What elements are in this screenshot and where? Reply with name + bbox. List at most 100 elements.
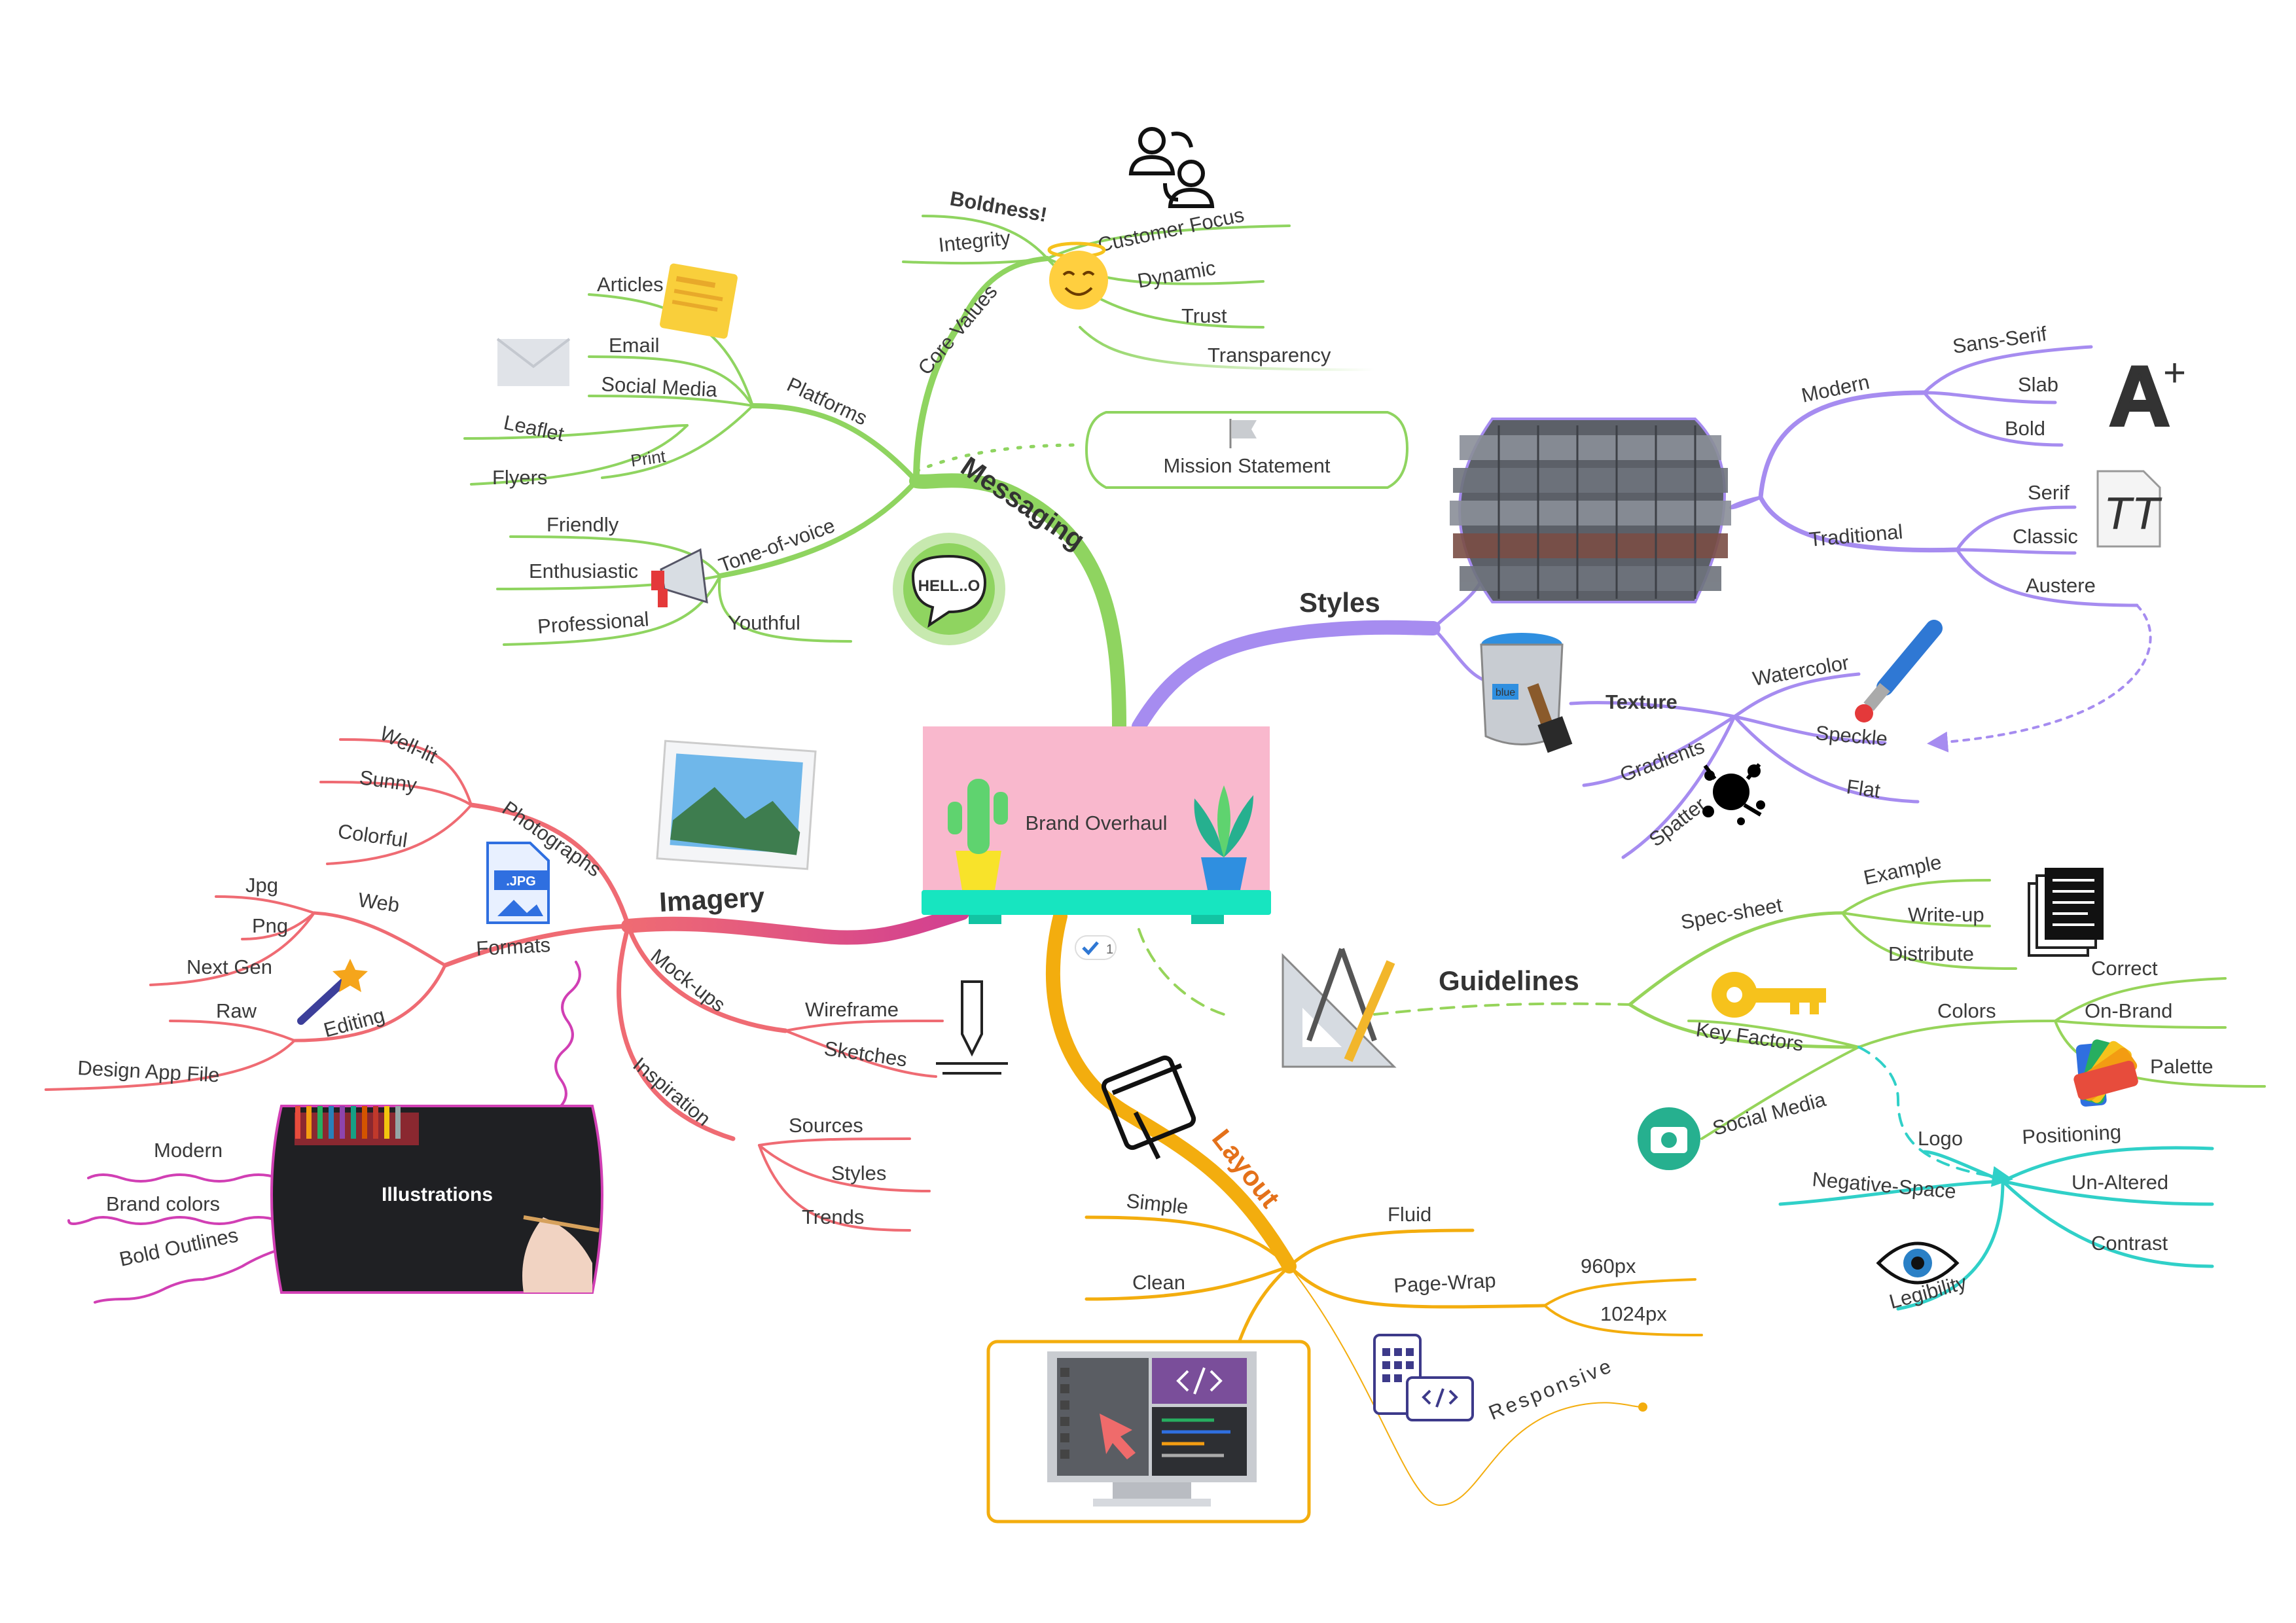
- page-wrap-960px[interactable]: 960px: [1581, 1255, 1636, 1277]
- format-next-gen[interactable]: Next Gen: [187, 955, 272, 978]
- style-classic[interactable]: Classic: [2013, 525, 2078, 548]
- illustration-bold-outlines[interactable]: Bold Outlines: [117, 1223, 240, 1271]
- core-value-integrity[interactable]: Integrity: [937, 226, 1012, 257]
- color-palette[interactable]: Palette: [2150, 1055, 2214, 1078]
- branch-messaging[interactable]: [463, 215, 1376, 734]
- core-value-boldness[interactable]: Boldness!: [948, 187, 1049, 226]
- spec-write-up[interactable]: Write-up: [1908, 903, 1984, 926]
- paint-bucket-icon: blue: [1480, 633, 1573, 753]
- format-jpg[interactable]: Jpg: [245, 874, 278, 897]
- layout-page-wrap[interactable]: Page-Wrap: [1393, 1269, 1497, 1297]
- platforms-label[interactable]: Platforms: [783, 373, 870, 430]
- formats-label[interactable]: Formats: [476, 933, 551, 960]
- landscape-photo-icon: [656, 740, 817, 870]
- logo-label[interactable]: Logo: [1918, 1127, 1963, 1150]
- platform-flyers[interactable]: Flyers: [492, 466, 547, 489]
- logo-contrast[interactable]: Contrast: [2091, 1232, 2168, 1255]
- illustrations-image[interactable]: Illustrations: [270, 1105, 603, 1294]
- inspiration-trends[interactable]: Trends: [802, 1205, 864, 1228]
- texture-spatter[interactable]: Spatter: [1645, 793, 1710, 851]
- platform-leaflet[interactable]: Leaflet: [502, 411, 567, 446]
- style-serif[interactable]: Serif: [2028, 481, 2070, 504]
- pen-tool-icon: [936, 980, 1008, 1075]
- color-palette-icon: [2073, 1039, 2138, 1107]
- illustrations-label: Illustrations: [382, 1184, 493, 1205]
- tone-friendly[interactable]: Friendly: [547, 513, 619, 536]
- mission-statement-node[interactable]: Mission Statement: [1085, 411, 1409, 489]
- mockups-label[interactable]: Mock-ups: [647, 944, 730, 1016]
- photo-well-lit[interactable]: Well-lit: [376, 722, 441, 768]
- drafting-tools-icon: [1282, 948, 1397, 1068]
- web-layout-icon: [1101, 1055, 1196, 1160]
- photo-sunny[interactable]: Sunny: [358, 766, 418, 796]
- tone-youthful[interactable]: Youthful: [728, 611, 800, 634]
- style-austere[interactable]: Austere: [2026, 574, 2096, 597]
- format-web[interactable]: Web: [357, 888, 401, 916]
- core-value-dynamic[interactable]: Dynamic: [1136, 256, 1217, 292]
- key-colors[interactable]: Colors: [1937, 999, 1996, 1022]
- illustration-brand-colors[interactable]: Brand colors: [106, 1192, 220, 1215]
- branch-imagery[interactable]: [45, 738, 969, 1232]
- platform-print[interactable]: Print: [630, 446, 668, 471]
- key-factors-label[interactable]: Key Factors: [1695, 1018, 1805, 1056]
- succulent-plant-icon: [1194, 785, 1253, 890]
- layout-fluid[interactable]: Fluid: [1388, 1203, 1431, 1226]
- spatter-icon: [1702, 763, 1765, 825]
- logo-positioning[interactable]: Positioning: [2022, 1120, 2122, 1149]
- illustration-modern[interactable]: Modern: [154, 1139, 223, 1162]
- style-bold[interactable]: Bold: [2005, 417, 2045, 440]
- format-raw[interactable]: Raw: [216, 999, 257, 1022]
- traditional-label[interactable]: Traditional: [1808, 520, 1904, 551]
- logo-un-altered[interactable]: Un-Altered: [2072, 1171, 2168, 1194]
- cactus-icon: [948, 779, 1008, 890]
- format-png[interactable]: Png: [252, 914, 288, 937]
- core-values-label[interactable]: Core Values: [914, 280, 1002, 379]
- imagery-title[interactable]: Imagery: [658, 882, 766, 918]
- responsive-end-dot: [1638, 1402, 1647, 1412]
- flag-icon: [1229, 419, 1257, 448]
- color-correct[interactable]: Correct: [2091, 957, 2158, 980]
- task-badge[interactable]: 1: [1075, 935, 1117, 960]
- color-on-brand[interactable]: On-Brand: [2085, 999, 2172, 1022]
- page-wrap-1024px[interactable]: 1024px: [1600, 1302, 1667, 1325]
- envelope-icon: [496, 338, 571, 386]
- spec-distribute[interactable]: Distribute: [1888, 942, 1974, 965]
- branch-logo[interactable]: [1778, 1046, 2214, 1311]
- magic-wand-icon: [297, 959, 368, 1025]
- inspiration-styles[interactable]: Styles: [831, 1162, 886, 1185]
- mockup-wireframe[interactable]: Wireframe: [805, 998, 899, 1021]
- styles-title[interactable]: Styles: [1299, 587, 1380, 618]
- key-social-media[interactable]: Social Media: [1710, 1088, 1829, 1140]
- task-badge-count: 1: [1106, 942, 1113, 957]
- core-value-customer-focus[interactable]: Customer Focus: [1096, 203, 1246, 257]
- key-icon: [1712, 972, 1826, 1018]
- texture-gradients[interactable]: Gradients: [1617, 735, 1707, 787]
- core-value-trust[interactable]: Trust: [1181, 304, 1227, 327]
- mockup-sketches[interactable]: Sketches: [823, 1037, 908, 1071]
- paint-can-label: blue: [1496, 687, 1515, 698]
- checkmark-icon: [1082, 941, 1099, 955]
- inspiration-label[interactable]: Inspiration: [629, 1053, 715, 1131]
- platform-email[interactable]: Email: [609, 334, 660, 357]
- guidelines-title[interactable]: Guidelines: [1439, 965, 1579, 996]
- sticky-note-icon: [660, 263, 738, 339]
- svg-text:TT: TT: [2104, 488, 2162, 539]
- inspiration-sources[interactable]: Sources: [789, 1114, 863, 1137]
- platform-articles[interactable]: Articles: [597, 273, 664, 296]
- layout-clean[interactable]: Clean: [1132, 1271, 1185, 1294]
- photo-colorful[interactable]: Colorful: [336, 819, 409, 852]
- style-slab[interactable]: Slab: [2018, 373, 2058, 396]
- documents-icon: [2028, 868, 2104, 957]
- core-value-transparency[interactable]: Transparency: [1208, 344, 1331, 366]
- branch-layout[interactable]: [1045, 909, 1703, 1507]
- spec-sheet-label[interactable]: Spec-sheet: [1679, 893, 1784, 934]
- format-design-app-file[interactable]: Design App File: [77, 1056, 221, 1086]
- texture-flat[interactable]: Flat: [1845, 775, 1882, 802]
- layout-simple[interactable]: Simple: [1125, 1189, 1189, 1219]
- hello-speech-bubble-icon: HELL..O: [893, 533, 1005, 645]
- branch-styles[interactable]: [1132, 345, 2152, 859]
- tone-enthusiastic[interactable]: Enthusiastic: [529, 560, 638, 582]
- texture-label[interactable]: Texture: [1605, 690, 1677, 713]
- texture-speckle[interactable]: Speckle: [1814, 721, 1888, 750]
- central-node[interactable]: Brand Overhaul: [922, 726, 1271, 924]
